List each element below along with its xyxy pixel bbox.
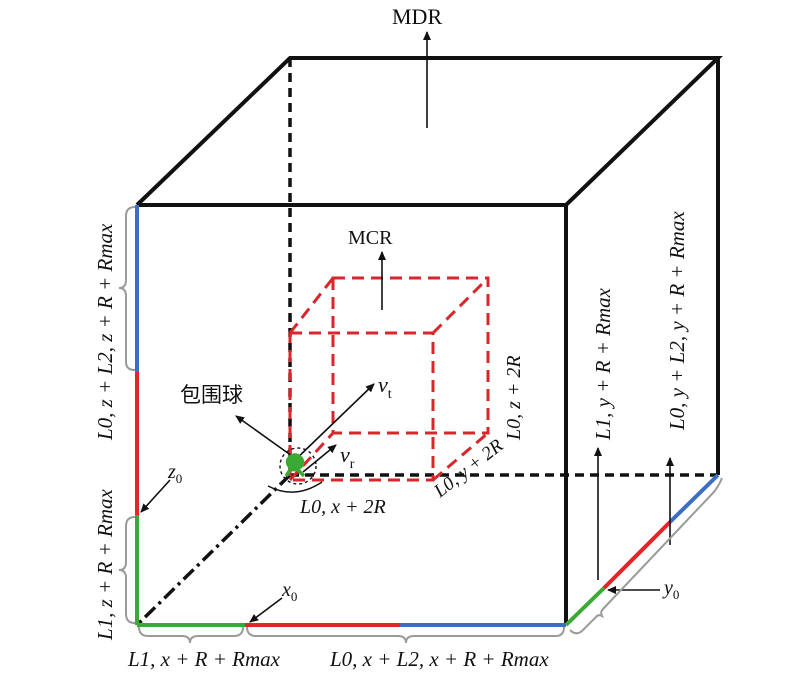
mcr-z-dimension: L0, z + 2R [503, 355, 525, 441]
vr-arrow [302, 444, 337, 473]
x0-arrow [249, 597, 283, 623]
bounding-sphere-outline [279, 447, 317, 485]
dim-left-upper: L0, z + L2, z + R + Rmax [93, 223, 117, 441]
mcr-x-dimension: L0, x + 2R [299, 496, 386, 518]
depth-edge-red [602, 520, 672, 590]
dim-bottom-right: L0, x + L2, x + R + Rmax [329, 647, 549, 671]
vt-label: vt [378, 372, 392, 402]
dim-right-outer: L0, y + L2, y + R + Rmax [665, 211, 689, 431]
labels: MDR MCR 包围球 vt vr z0 x0 y0 L0, x + 2R L0… [93, 4, 689, 671]
mcr-edge-bl [288, 431, 335, 482]
depth-edge-segments [564, 473, 720, 627]
x0-label: x0 [281, 579, 297, 604]
mcr-edge-tl [288, 277, 335, 334]
mcr-label: MCR [348, 227, 393, 249]
mdr-label: MDR [392, 4, 442, 29]
dim-bottom-left: L1, x + R + Rmax [127, 647, 281, 671]
mcr-y-dimension: L0, y + 2R [429, 435, 507, 503]
z0-label: z0 [167, 461, 182, 486]
dim-right-inner: L1, y + R + Rmax [591, 287, 615, 441]
vr-label: vr [340, 442, 355, 472]
brace-depth [569, 477, 723, 635]
mcr-edge-br [432, 431, 489, 482]
depth-edge-green [564, 586, 606, 627]
depth-edge-blue [668, 473, 720, 524]
brace-bottom-left [138, 626, 244, 644]
mdr-hidden-edge-depth [135, 473, 292, 627]
vt-arrow [292, 383, 375, 463]
arrows [140, 31, 674, 623]
bounding-sphere [267, 447, 323, 493]
sphere-pointer-arrow [235, 415, 293, 457]
object-shape [284, 453, 306, 478]
rotation-arc [267, 481, 323, 493]
mcr-back-face [331, 276, 490, 435]
mcr-edge-tr [431, 276, 490, 335]
mdr-cube [135, 56, 723, 627]
brace-left-lower [118, 516, 136, 624]
mcr-front-face [288, 331, 435, 482]
brace-bottom-right [246, 626, 565, 644]
bounding-sphere-label: 包围球 [180, 383, 243, 407]
dim-left-lower: L1, z + R + Rmax [93, 488, 117, 641]
y0-label: y0 [662, 577, 679, 602]
mcr-cube [288, 276, 490, 482]
brace-left-upper [118, 206, 136, 371]
z0-arrow [140, 479, 171, 513]
braces [118, 206, 723, 644]
